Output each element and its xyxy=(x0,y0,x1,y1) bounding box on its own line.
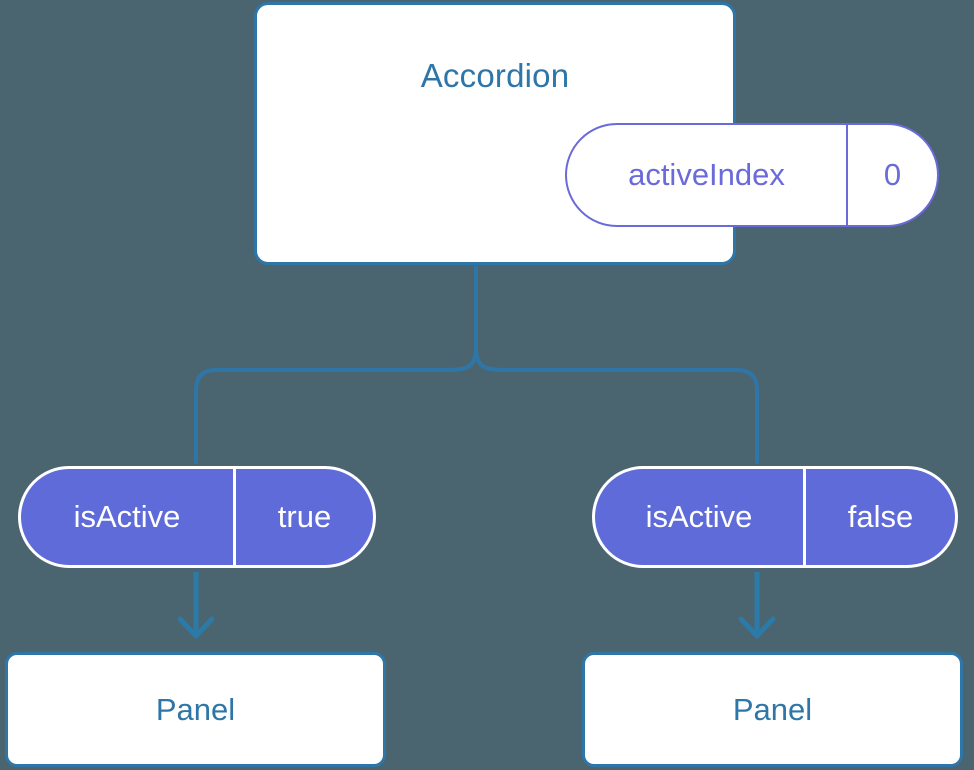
left-is-active-key: isActive xyxy=(21,469,236,565)
connector-bracket-right xyxy=(474,346,759,464)
left-is-active-value: true xyxy=(277,499,332,534)
right-arrow-icon xyxy=(738,572,776,639)
active-index-value: 0 xyxy=(883,157,902,192)
connector-bracket-left xyxy=(194,346,478,464)
accordion-title: Accordion xyxy=(420,57,570,94)
left-arrow-icon xyxy=(177,572,215,639)
right-panel-label: Panel xyxy=(732,691,813,727)
accordion-node: Accordion activeIndex 0 xyxy=(254,2,939,265)
active-index-state-pill: activeIndex 0 xyxy=(565,123,939,227)
right-is-active-value: false xyxy=(847,499,914,534)
left-is-active-prop-pill: isActive true xyxy=(18,466,376,568)
right-is-active-prop-pill: isActive false xyxy=(592,466,958,568)
left-panel-node: Panel xyxy=(5,652,386,767)
active-index-key: activeIndex xyxy=(567,125,848,225)
right-is-active-key: isActive xyxy=(595,469,806,565)
left-panel-label: Panel xyxy=(155,691,236,727)
right-panel-node: Panel xyxy=(582,652,963,767)
